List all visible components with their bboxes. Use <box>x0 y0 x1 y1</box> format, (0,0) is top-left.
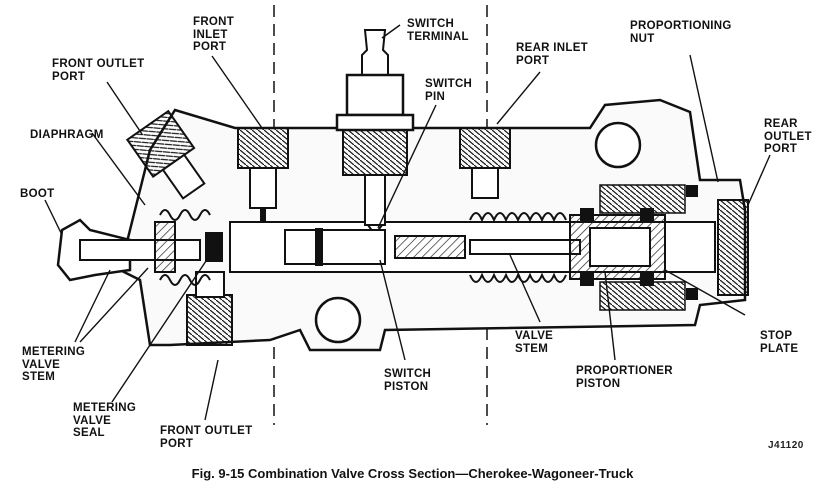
seal-2 <box>580 272 594 286</box>
valve-stem-part <box>469 239 581 255</box>
label-stop-plate: STOP PLATE <box>760 330 799 355</box>
label-front-outlet-port-bottom: FRONT OUTLET PORT <box>160 425 253 450</box>
metering-valve-stem-part <box>79 239 201 261</box>
stop-plate-part <box>664 221 716 273</box>
rear-outlet-port-part <box>717 199 749 296</box>
front-inlet-fitting <box>249 167 277 209</box>
switch-piston-oring <box>315 228 323 266</box>
label-proportioning-nut: PROPORTIONING NUT <box>630 20 732 45</box>
proportioner-inner <box>589 227 651 267</box>
switch-assembly <box>335 29 415 237</box>
metering-spring <box>159 209 211 221</box>
seal-6 <box>686 288 698 300</box>
seal-5 <box>686 185 698 197</box>
proportioner-spring-top <box>469 212 567 223</box>
figure-caption: Fig. 9-15 Combination Valve Cross Sectio… <box>191 466 634 481</box>
front-outlet-port-top-part <box>125 109 206 200</box>
label-switch-terminal: SWITCH TERMINAL <box>407 18 469 43</box>
reference-code: J41120 <box>768 440 804 451</box>
label-front-inlet-port: FRONT INLET PORT <box>193 16 235 53</box>
label-diaphragm: DIAPHRAGM <box>30 129 104 141</box>
label-metering-valve-stem: METERING VALVE STEM <box>22 346 86 383</box>
front-outlet-port-bottom-part <box>186 294 233 346</box>
label-rear-inlet-port: REAR INLET PORT <box>516 42 588 67</box>
switch-piston-body <box>394 235 466 259</box>
label-switch-piston: SWITCH PISTON <box>384 368 432 393</box>
switch-piston-part <box>284 229 386 265</box>
seal-1 <box>580 208 594 222</box>
rear-inlet-port <box>459 127 511 169</box>
proportioning-nut-part <box>599 184 686 214</box>
label-boot: BOOT <box>20 188 55 200</box>
front-inlet-port <box>237 127 289 169</box>
metering-spring-lower <box>159 274 211 286</box>
mounting-hole-top <box>594 121 642 169</box>
rear-inlet-fitting <box>471 167 499 199</box>
diaphragm-part <box>154 221 176 273</box>
label-metering-valve-seal: METERING VALVE SEAL <box>73 402 137 439</box>
leader-lines <box>44 24 771 421</box>
front-outlet-bottom-fitting <box>195 271 225 298</box>
label-rear-outlet-port: REAR OUTLET PORT <box>764 118 812 155</box>
metering-seal <box>205 232 223 262</box>
label-front-outlet-port-top: FRONT OUTLET PORT <box>52 58 145 83</box>
label-valve-stem: VALVE STEM <box>515 330 554 355</box>
label-switch-pin: SWITCH PIN <box>425 78 473 103</box>
mounting-hole-bottom <box>314 296 362 344</box>
label-proportioner-piston: PROPORTIONER PISTON <box>576 365 673 390</box>
proportioning-nut-lower <box>599 281 686 311</box>
proportioner-spring-bottom <box>469 272 567 283</box>
